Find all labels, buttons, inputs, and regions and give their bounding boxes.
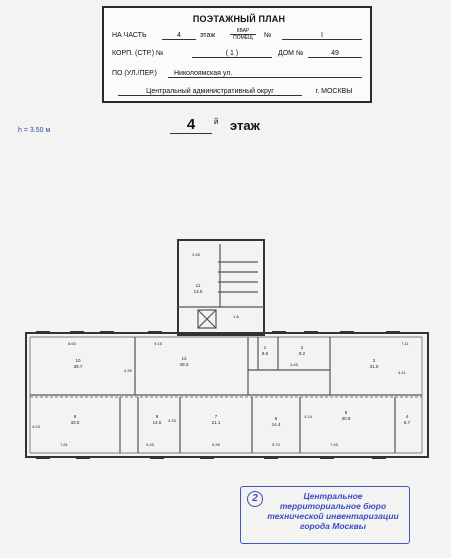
- room-9-area: 33.0: [71, 420, 80, 425]
- floor-number-value: 4: [186, 116, 196, 133]
- stair-tower-outline: [177, 239, 265, 336]
- room-10-id: 10: [75, 358, 81, 363]
- dim-7-11: 7.11: [401, 341, 409, 346]
- stamp-line-3: технической инвентаризации: [267, 511, 399, 521]
- room-3-id: 3: [373, 358, 376, 363]
- dim-4-41: 4.41: [398, 370, 407, 375]
- street-value: Николоямская ул.: [168, 70, 362, 78]
- stamp-number: 2: [247, 491, 263, 507]
- dim-7-45: 7.45: [330, 442, 339, 447]
- room-11-id: 11: [196, 283, 201, 288]
- dim-2-45: 2.45: [192, 252, 201, 257]
- plan-header-box: ПОЭТАЖНЫЙ ПЛАН НА ЧАСТЬ 4 этаж КВАР ПОМЕ…: [102, 6, 372, 103]
- room-7-area: 21.1: [212, 420, 221, 425]
- number-label: №: [264, 32, 272, 39]
- korp-value: ( 1 ): [192, 50, 272, 58]
- bti-stamp: 2 Центральное территориальное бюро техни…: [240, 486, 410, 544]
- dim-5-39: 5.39: [212, 442, 221, 447]
- room-8-id: 8: [156, 414, 159, 419]
- dim-3-45: 3.45: [290, 362, 299, 367]
- room-2-area: 9.2: [299, 351, 306, 356]
- room-4-id: 4: [406, 414, 409, 419]
- stamp-line-1: Центральное: [303, 491, 363, 501]
- dim-4-35: 4.35: [124, 368, 133, 373]
- pomesch-label: ПОМЕЩ: [233, 35, 253, 41]
- stamp-text: Центральное территориальное бюро техниче…: [259, 491, 407, 531]
- dim-9-15: 9.15: [154, 341, 163, 346]
- floor-word: этаж: [230, 118, 260, 133]
- room-6-id: 6: [275, 416, 278, 421]
- plan-title: ПОЭТАЖНЫЙ ПЛАН: [192, 14, 286, 24]
- room-9-id: 9: [74, 414, 77, 419]
- dim-4-24: 4.24: [304, 414, 313, 419]
- room-5-id: 5: [345, 410, 348, 415]
- dim-8-60: 8.60: [68, 341, 77, 346]
- korp-label: КОРП. (СТР.) №: [112, 50, 164, 57]
- room-12-id: 12: [181, 356, 187, 361]
- dom-value: 49: [308, 50, 362, 58]
- stamp-line-4: города Москвы: [300, 521, 366, 531]
- dim-4-23: 4.23: [32, 424, 41, 429]
- stamp-line-2: территориальное бюро: [279, 501, 387, 511]
- dim-5-70: 5.70: [272, 442, 281, 447]
- street-label: ПО (УЛ./ПЕР.): [112, 70, 157, 77]
- room-1-id: 1: [264, 345, 267, 350]
- stair-marker: 1 A: [233, 314, 239, 319]
- room-2-id: 2: [301, 345, 304, 350]
- room-6-area: 14.4: [272, 422, 281, 427]
- part-label: НА ЧАСТЬ: [112, 32, 147, 39]
- dim-7-81: 7.81: [60, 442, 69, 447]
- ceiling-height-note: h = 3.50 м: [18, 127, 51, 134]
- floor-label: этаж: [200, 32, 216, 39]
- room-10-area: 38.7: [74, 364, 83, 369]
- part-value: 4: [162, 32, 196, 40]
- room-4-area: 6.7: [404, 420, 411, 425]
- number-value: I: [282, 32, 362, 40]
- room-8-area: 14.5: [153, 420, 162, 425]
- floor-number: 4: [170, 116, 212, 134]
- district-value: Центральный административный округ: [118, 88, 302, 96]
- room-5-area: 30.9: [342, 416, 351, 421]
- kvar-pomesch-label: КВАР ПОМЕЩ: [230, 28, 256, 41]
- building-outline: [25, 332, 429, 458]
- floor-superscript: й: [214, 117, 219, 126]
- city-value: г. МОСКВЫ: [315, 88, 353, 95]
- dim-5-45: 5.45: [146, 442, 155, 447]
- room-11-area: 13.5: [194, 289, 203, 294]
- dom-label: ДОМ №: [278, 50, 304, 57]
- room-3-area: 31.5: [370, 364, 379, 369]
- room-1-area: 8.6: [262, 351, 269, 356]
- room-12-area: 49.3: [180, 362, 189, 367]
- dim-4-33: 4.33: [168, 418, 177, 423]
- room-7-id: 7: [215, 414, 218, 419]
- kvar-label: КВАР: [230, 28, 256, 35]
